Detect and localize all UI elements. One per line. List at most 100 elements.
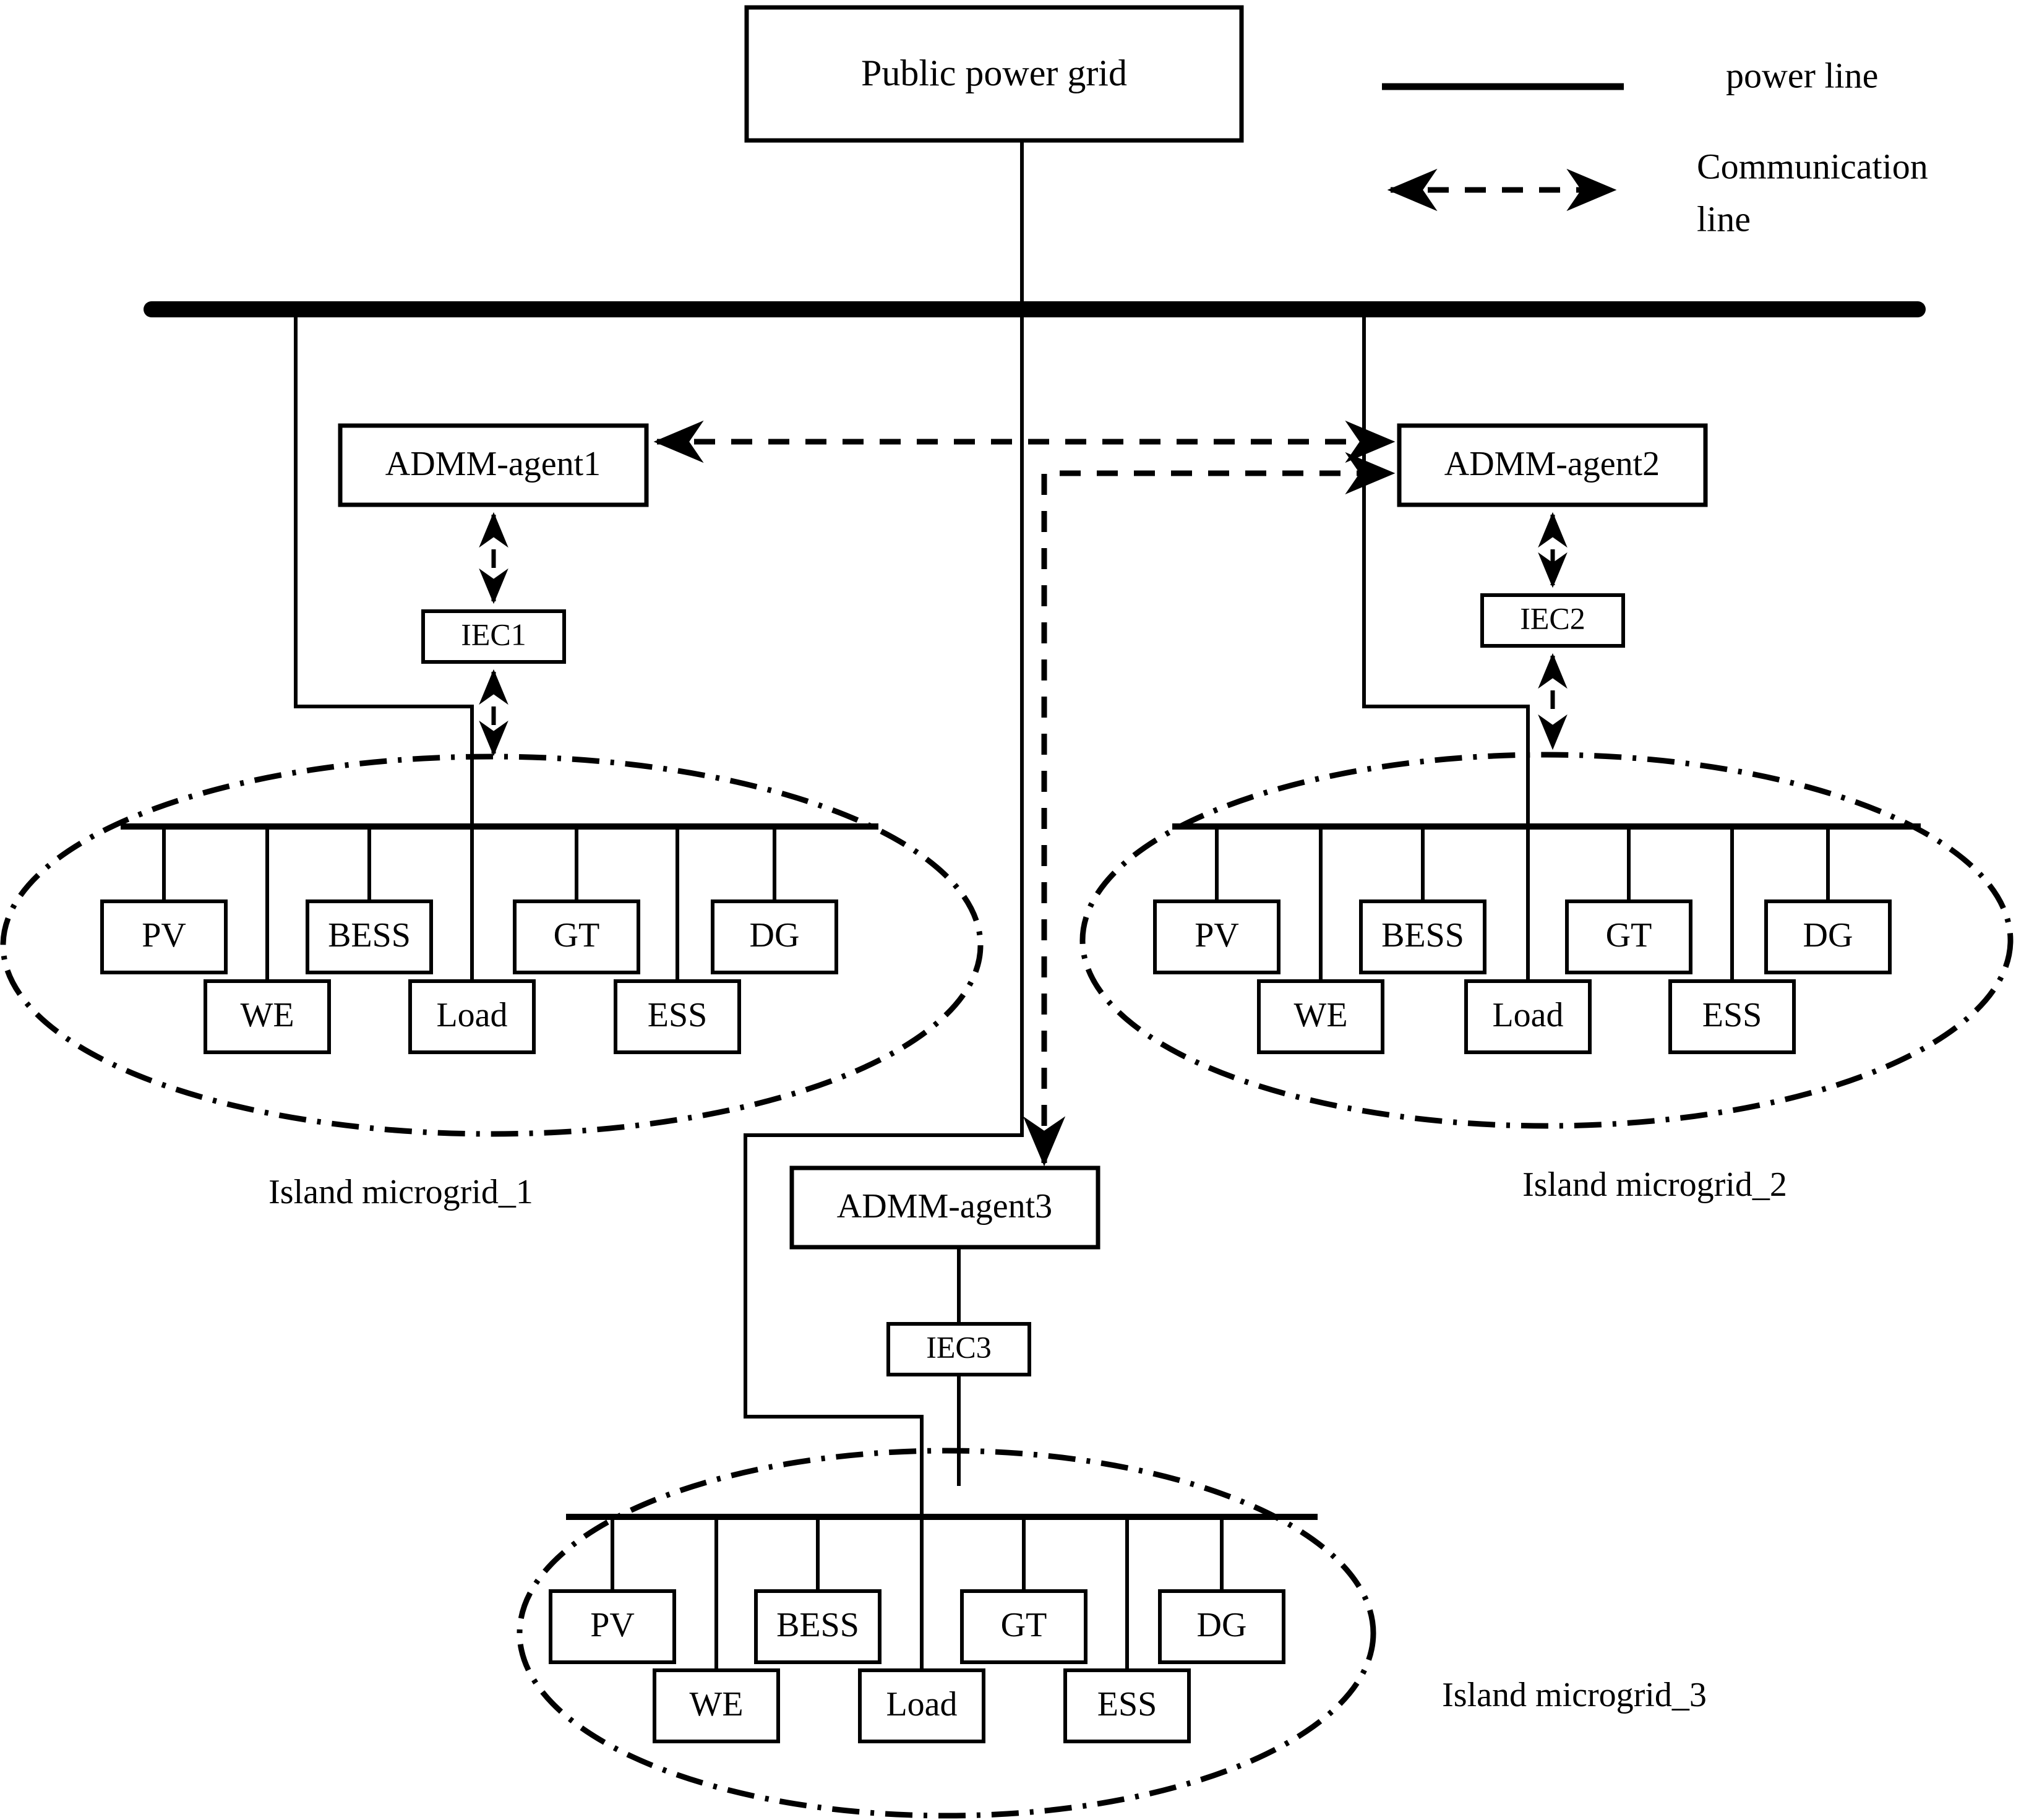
microgrid2-ess-label: ESS xyxy=(1702,996,1762,1034)
microgrid3-unit-gt: GT xyxy=(960,1589,1087,1664)
admm-agent2-label: ADMM-agent2 xyxy=(1444,445,1660,483)
admm-agent3-node: ADMM-agent3 xyxy=(789,1165,1100,1250)
microgrid2-load-label: Load xyxy=(1492,996,1563,1034)
microgrid3-unit-ess: ESS xyxy=(1063,1668,1191,1743)
microgrid1-ess-label: ESS xyxy=(648,996,708,1034)
microgrid3-gt-label: GT xyxy=(1001,1606,1047,1644)
island-microgrid-2: PV BESS GT DG WE Load ESS Island microgr… xyxy=(1079,752,2014,1204)
microgrid2-pv-label: PV xyxy=(1195,916,1239,955)
iec3-node: IEC3 xyxy=(886,1322,1031,1376)
microgrid3-bess-label: BESS xyxy=(776,1606,859,1644)
microgrid1-we-box xyxy=(204,979,331,1054)
microgrid3-unit-pv: PV xyxy=(549,1589,676,1664)
microgrid1-label: Island microgrid_1 xyxy=(268,1173,533,1211)
microgrid2-bess-box xyxy=(1359,899,1486,974)
microgrid2-dg-label: DG xyxy=(1803,916,1853,955)
comm-line-agent3-agent2 xyxy=(1023,452,1396,1167)
microgrid3-unit-bess: BESS xyxy=(754,1589,882,1664)
island-microgrid-3: PV BESS GT DG WE Load ESS Island microgr… xyxy=(517,1448,1707,1819)
public-power-grid-box xyxy=(744,5,1244,143)
microgrid2-unit-dg: DG xyxy=(1764,899,1892,974)
microgrid3-label: Island microgrid_3 xyxy=(1442,1676,1707,1714)
microgrid2-gt-label: GT xyxy=(1606,916,1652,955)
microgrid3-boundary xyxy=(517,1448,1376,1819)
microgrid2-unit-load: Load xyxy=(1464,979,1592,1054)
microgrid1-pv-label: PV xyxy=(142,916,186,955)
legend-communication-line-label-1: Communication xyxy=(1697,146,1928,186)
microgrid3-unit-we: WE xyxy=(653,1668,780,1743)
admm-agent3-box xyxy=(789,1165,1100,1250)
iec2-node: IEC2 xyxy=(1480,593,1625,648)
microgrid1-we-label: WE xyxy=(240,996,294,1034)
legend: power line Communication line xyxy=(1382,55,1928,239)
microgrid3-pv-box xyxy=(549,1589,676,1664)
admm-agent2-node: ADMM-agent2 xyxy=(1397,423,1708,507)
microgrid2-boundary xyxy=(1079,752,2014,1129)
microgrid2-bess-label: BESS xyxy=(1381,916,1464,955)
microgrid3-gt-box xyxy=(960,1589,1087,1664)
microgrid1-dg-label: DG xyxy=(750,916,800,955)
microgrid1-unit-pv: PV xyxy=(100,899,228,974)
power-line-bus-to-microgrid3 xyxy=(744,309,1024,1540)
iec1-node: IEC1 xyxy=(421,609,566,664)
microgrid1-unit-ess: ESS xyxy=(614,979,741,1054)
microgrid2-unit-we: WE xyxy=(1257,979,1384,1054)
microgrid2-we-label: WE xyxy=(1293,996,1347,1034)
microgrid1-gt-label: GT xyxy=(554,916,600,955)
microgrid3-load-label: Load xyxy=(886,1685,957,1723)
microgrid1-unit-bess: BESS xyxy=(306,899,433,974)
microgrid1-unit-dg: DG xyxy=(711,899,838,974)
microgrid2-label: Island microgrid_2 xyxy=(1522,1165,1787,1204)
public-power-grid-label: Public power grid xyxy=(861,53,1127,93)
microgrid2-pv-box xyxy=(1153,899,1280,974)
microgrid1-load-box xyxy=(408,979,536,1054)
microgrid1-bess-box xyxy=(306,899,433,974)
microgrid2-load-box xyxy=(1464,979,1592,1054)
admm-agent2-box xyxy=(1397,423,1708,507)
microgrid2-unit-pv: PV xyxy=(1153,899,1280,974)
microgrid1-ess-box xyxy=(614,979,741,1054)
microgrid1-bess-label: BESS xyxy=(328,916,411,955)
microgrid3-we-label: WE xyxy=(689,1685,743,1723)
microgrid3-ess-box xyxy=(1063,1668,1191,1743)
microgrid3-ess-label: ESS xyxy=(1097,1685,1157,1723)
microgrid3-dg-label: DG xyxy=(1197,1606,1247,1644)
microgrid1-unit-gt: GT xyxy=(513,899,640,974)
microgrid3-load-box xyxy=(858,1668,985,1743)
microgrid3-pv-label: PV xyxy=(590,1606,635,1644)
iec1-label: IEC1 xyxy=(461,617,526,651)
microgrid2-unit-ess: ESS xyxy=(1668,979,1796,1054)
microgrid1-gt-box xyxy=(513,899,640,974)
admm-agent1-label: ADMM-agent1 xyxy=(385,445,601,483)
island-microgrid-1: PV BESS GT DG WE Load ESS Island microgr… xyxy=(0,753,984,1211)
microgrid1-unit-load: Load xyxy=(408,979,536,1054)
microgrid3-unit-dg: DG xyxy=(1158,1589,1285,1664)
microgrid1-dg-box xyxy=(711,899,838,974)
microgrid1-pv-box xyxy=(100,899,228,974)
microgrid1-load-label: Load xyxy=(436,996,507,1034)
admm-agent1-box xyxy=(338,423,649,507)
microgrid2-unit-gt: GT xyxy=(1565,899,1692,974)
microgrid2-we-box xyxy=(1257,979,1384,1054)
power-line-bus-to-microgrid2 xyxy=(1362,309,1530,826)
microgrid2-dg-box xyxy=(1764,899,1892,974)
iec2-label: IEC2 xyxy=(1520,601,1585,635)
legend-power-line-label: power line xyxy=(1726,55,1878,95)
iec2-box xyxy=(1480,593,1625,648)
admm-agent1-node: ADMM-agent1 xyxy=(338,423,649,507)
admm-agent3-label: ADMM-agent3 xyxy=(837,1187,1052,1225)
legend-communication-line-label-2: line xyxy=(1697,199,1751,239)
power-line-bus-to-microgrid1 xyxy=(294,309,474,826)
public-power-grid-node: Public power grid xyxy=(744,5,1244,143)
iec3-label: IEC3 xyxy=(926,1329,992,1364)
iec1-box xyxy=(421,609,566,664)
microgrid3-unit-load: Load xyxy=(858,1668,985,1743)
microgrid3-bess-box xyxy=(754,1589,882,1664)
microgrid1-boundary xyxy=(0,753,984,1137)
microgrid2-unit-bess: BESS xyxy=(1359,899,1486,974)
microgrid3-dg-box xyxy=(1158,1589,1285,1664)
microgrid2-ess-box xyxy=(1668,979,1796,1054)
microgrid1-unit-we: WE xyxy=(204,979,331,1054)
